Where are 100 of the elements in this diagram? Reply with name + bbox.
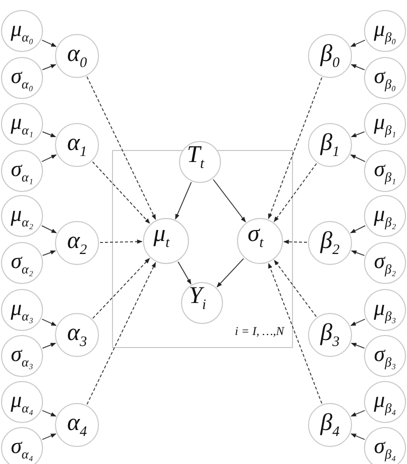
variable-label: σ$_{β₀}$ (374, 65, 396, 91)
variable-node (364, 289, 406, 331)
variable-label: σ$_{β₄}$ (374, 435, 396, 461)
variable-node (55, 221, 99, 265)
arrow (92, 161, 150, 224)
arrow (351, 250, 365, 256)
variable-label: σ$_{β₃}$ (374, 343, 396, 369)
arrow (283, 240, 308, 244)
variable-label: Y$_{i}$ (188, 284, 208, 316)
variable-node (180, 282, 222, 324)
arrow (350, 342, 365, 349)
variable-node (55, 123, 99, 167)
arrow (42, 131, 56, 138)
variable-label: β$_{0}$ (320, 42, 340, 70)
arrow (274, 163, 317, 222)
variable-node (364, 335, 406, 377)
plate-label: i = I, …,N (234, 324, 286, 340)
variable-node (364, 195, 406, 237)
variable-label: μ$_{α₃}$ (10, 297, 34, 323)
variable-node (364, 57, 406, 99)
variable-node (1, 242, 43, 284)
variable-node (178, 140, 220, 182)
variable-label: μ$_{β₂}$ (374, 203, 396, 229)
variable-label: σ$_{α₂}$ (10, 250, 34, 276)
variable-label: σ$_{α₄}$ (10, 435, 34, 461)
arrow (350, 40, 366, 47)
variable-node (1, 289, 43, 331)
variable-label: μ$_{t}$ (153, 222, 171, 254)
arrow (274, 260, 317, 317)
variable-node (1, 150, 43, 192)
variable-node (55, 313, 99, 357)
variable-node (308, 34, 352, 78)
variable-label: α$_{1}$ (67, 130, 87, 160)
variable-label: α$_{4}$ (67, 410, 87, 440)
arrow (100, 240, 143, 244)
arrow (268, 262, 322, 404)
arrow (42, 342, 56, 349)
variable-node (1, 195, 43, 237)
arrow (42, 250, 56, 256)
variable-label: α$_{0}$ (67, 42, 87, 70)
arrow (41, 154, 57, 162)
variable-node (364, 103, 406, 145)
variable-label: μ$_{α₂}$ (10, 203, 34, 229)
arrow (92, 258, 150, 319)
variable-node (1, 57, 43, 99)
variable-label: σ$_{β₁}$ (374, 158, 396, 184)
variable-label: μ$_{β₃}$ (374, 297, 396, 323)
variable-node (364, 150, 406, 192)
variable-node (308, 221, 352, 265)
variable-label: β$_{4}$ (320, 410, 340, 440)
arrow (42, 318, 57, 326)
arrow (350, 410, 366, 417)
variable-node (364, 427, 406, 464)
variable-node (308, 313, 352, 357)
arrow (212, 179, 246, 222)
arrow (350, 64, 366, 70)
variable-node (55, 34, 99, 78)
arrow (350, 131, 365, 138)
variable-node (236, 218, 282, 264)
variable-label: σ$_{α₁}$ (10, 158, 34, 184)
arrow (350, 318, 366, 326)
variable-label: μ$_{β₁}$ (374, 111, 396, 137)
variable-node (142, 218, 188, 264)
variable-label: σ$_{α₀}$ (10, 65, 34, 91)
arrow (42, 40, 57, 47)
variable-label: α$_{2}$ (67, 228, 87, 258)
variable-label: α$_{3}$ (67, 320, 87, 350)
arrow (42, 410, 56, 417)
variable-label: μ$_{α₀}$ (10, 18, 34, 44)
variable-node (364, 242, 406, 284)
variable-label: μ$_{β₄}$ (374, 389, 396, 415)
arrow (268, 77, 322, 220)
arrow (350, 225, 366, 234)
arrow (41, 225, 57, 234)
arrow (42, 64, 56, 70)
variable-label: β$_{1}$ (320, 130, 340, 160)
arrow (42, 433, 56, 440)
arrow (86, 262, 156, 405)
variable-label: μ$_{α₄}$ (10, 389, 34, 415)
variable-label: σ$_{α₃}$ (10, 343, 34, 369)
variable-node (55, 403, 99, 447)
variable-node (1, 427, 43, 464)
arrow (86, 76, 156, 220)
variable-label: σ$_{β₂}$ (374, 250, 396, 276)
variable-node (364, 10, 406, 52)
variable-node (308, 403, 352, 447)
arrow (175, 182, 192, 220)
arrow (350, 154, 366, 162)
variable-label: μ$_{β₀}$ (374, 18, 396, 44)
arrow (216, 258, 244, 288)
variable-label: T$_{t}$ (186, 143, 206, 174)
arrow (350, 433, 366, 440)
variable-label: σ$_{t}$ (248, 222, 265, 254)
variable-node (308, 123, 352, 167)
variable-node (1, 10, 43, 52)
variable-node (1, 381, 43, 423)
variable-label: β$_{2}$ (320, 228, 340, 258)
arrow (178, 261, 192, 284)
variable-label: μ$_{α₁}$ (10, 111, 34, 137)
variable-node (364, 381, 406, 423)
